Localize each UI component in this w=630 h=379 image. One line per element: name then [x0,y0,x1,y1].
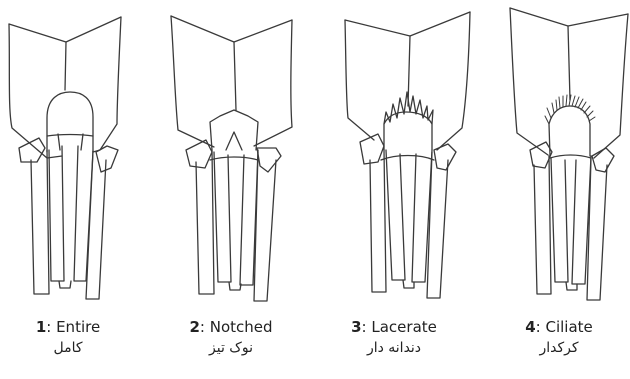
center-seam [234,42,236,110]
lobe-crossline [381,156,434,161]
top-edge [510,8,628,26]
caption-entire-english: 1: Entire [0,318,143,337]
left-wing-outline [510,8,548,155]
top-edge [345,12,470,36]
inner-right-lobe-line [81,134,83,150]
left-lateral-strip [19,138,45,162]
right-column-2 [254,152,276,301]
caption-ciliate-english: 4: Ciliate [484,318,630,337]
caption-entire: 1: Entire کامل [0,318,143,357]
right-lateral-strip [592,148,614,172]
top-edge [9,17,121,42]
left-column-2 [386,150,405,280]
left-column-1 [196,150,214,294]
entire-tip-drawing [9,17,121,299]
center-seam [65,42,66,90]
caption-notched: 2: Notched نوک تیز [156,318,306,357]
lacerate-tip-drawing [345,12,470,298]
left-column-1 [31,150,49,294]
right-lateral-strip [434,144,456,170]
left-column-2 [551,158,568,282]
left-lateral-strip [186,140,212,168]
ciliate-tip-drawing [510,8,628,300]
ciliate-hairs [545,95,595,124]
caption-notched-persian: نوک تیز [156,340,306,358]
right-column-1 [412,150,432,282]
caption-lacerate-persian: دندانه دار [319,340,469,358]
caption-notched-english: 2: Notched [156,318,306,337]
right-column-2 [587,158,607,300]
panel-label: Entire [56,318,100,336]
panel-number: 2 [189,318,199,336]
bottom-stub [229,282,241,290]
lobe-crossline [210,157,258,160]
caption-lacerate-english: 3: Lacerate [319,318,469,337]
center-seam [568,26,570,100]
lobe-crossline [47,135,93,137]
rounded-lobe [47,92,93,152]
panel-label: Ciliate [545,318,592,336]
inner-left-lobe-line [58,134,60,150]
left-column-1 [534,156,551,294]
ciliate-lobe [549,106,590,156]
panel-label: Lacerate [371,318,437,336]
left-column-2 [49,146,64,281]
panel-number: 4 [525,318,535,336]
panel-label: Notched [210,318,273,336]
panel-number: 3 [351,318,361,336]
caption-entire-persian: کامل [0,340,143,358]
left-column-1 [370,150,386,292]
right-lateral-strip [96,146,118,172]
notched-lobe [210,110,258,150]
bottom-left-stub [59,281,71,288]
right-wing-outline [254,20,292,146]
right-wing-outline [437,12,470,150]
left-wing-outline [9,24,62,158]
caption-ciliate-persian: کرکدار [484,340,630,358]
top-edge [171,16,292,42]
center-seam [408,36,410,106]
right-column-2 [86,151,106,299]
left-wing-outline [171,16,214,147]
lobe-crossline [550,155,591,158]
notch-line [226,132,242,150]
panel-number: 1 [36,318,46,336]
right-wing-outline [594,14,628,158]
right-lateral-strip [257,148,281,172]
caption-ciliate: 4: Ciliate کرکدار [484,318,630,357]
left-wing-outline [345,20,374,140]
caption-lacerate: 3: Lacerate دندانه دار [319,318,469,357]
right-wing-outline [93,17,121,152]
notched-tip-drawing [171,16,292,301]
left-column-2 [214,152,231,282]
